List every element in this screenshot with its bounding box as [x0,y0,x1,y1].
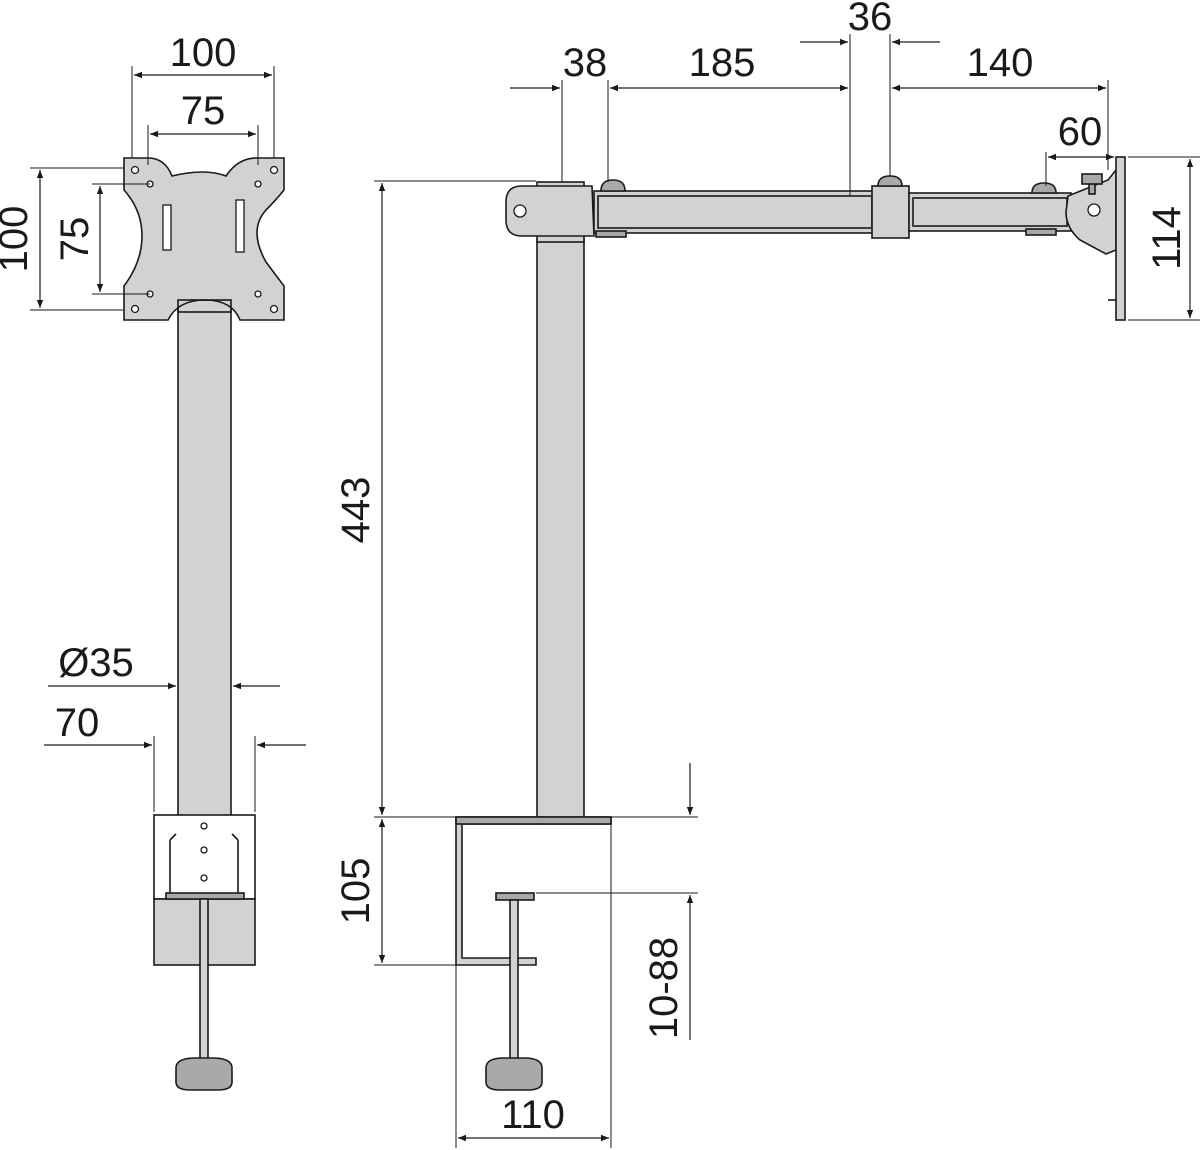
front-screw-rod [199,898,209,1062]
front-pole [177,299,232,819]
side-clamp-body [455,816,612,966]
vesa-slot-right [235,199,245,253]
arm-screw-3 [1031,182,1057,194]
dim-pole-diameter: Ø35 [58,641,134,685]
side-clamp-pad [495,892,535,901]
side-clamp-top-plate [455,816,612,825]
vesa-hole-bl [130,304,140,314]
pole-pivot-head [505,185,595,237]
dim-arm-seg-a: 38 [563,41,608,85]
arm-segment-2 [908,192,1072,232]
vesa-hole-tr [269,165,279,175]
side-screw-knob [485,1057,543,1091]
front-clamp-hole-3 [200,874,208,882]
dim-front-width-outer: 100 [170,31,237,75]
vesa-plate-side [1115,156,1126,321]
front-dimensions [30,66,306,812]
dim-arm-seg-d: 140 [967,41,1034,85]
dim-arm-seg-c: 36 [848,0,893,39]
dim-bracket-depth: 60 [1058,110,1103,154]
dim-arm-seg-b: 185 [689,41,756,85]
side-pole [536,239,585,819]
arm-clip-2 [1025,228,1057,236]
front-screw-knob [175,1057,233,1091]
arm-screw-2 [877,175,903,187]
dim-clamp-width: 70 [55,701,100,745]
dim-front-height-inner: 75 [53,217,97,262]
side-dimensions [374,34,1200,1148]
dim-front-width-inner: 75 [181,89,226,133]
front-clamp-bracket [169,833,239,893]
tilt-knob [1081,173,1103,185]
dim-bracket-height: 114 [1145,206,1189,270]
pole-pivot-bolt [513,204,527,218]
front-view [123,157,285,1091]
front-clamp-hole-2 [200,846,208,854]
vesa-hole-ibr [254,290,262,298]
arm-segment-1 [593,190,877,234]
tilt-head-bolt [1087,203,1101,217]
dim-clamp-range: 10-88 [642,937,686,1039]
vesa-plate [123,157,285,321]
arm-joint [871,185,910,239]
front-clamp-plate [165,892,245,900]
vesa-plate-neck [177,299,232,313]
front-dimension-labels: 100 75 100 75 Ø35 70 [0,31,236,745]
arm-clip-1 [595,230,627,238]
dim-clamp-height: 105 [334,858,378,925]
side-view [455,156,1126,1091]
dim-clamp-base-width: 110 [501,1093,565,1137]
vesa-hole-tl [130,165,140,175]
dim-front-height-outer: 100 [0,206,36,273]
front-clamp-hole-1 [200,822,208,830]
side-dimension-labels: 38 185 36 140 60 114 443 105 10-88 110 [334,0,1189,1137]
side-screw-rod [509,899,519,1061]
vesa-slot-left [162,204,172,251]
vesa-hole-br [269,304,279,314]
dim-pole-height: 443 [334,477,378,544]
arm-screw-1 [600,179,626,192]
vesa-hole-itr [254,180,262,188]
